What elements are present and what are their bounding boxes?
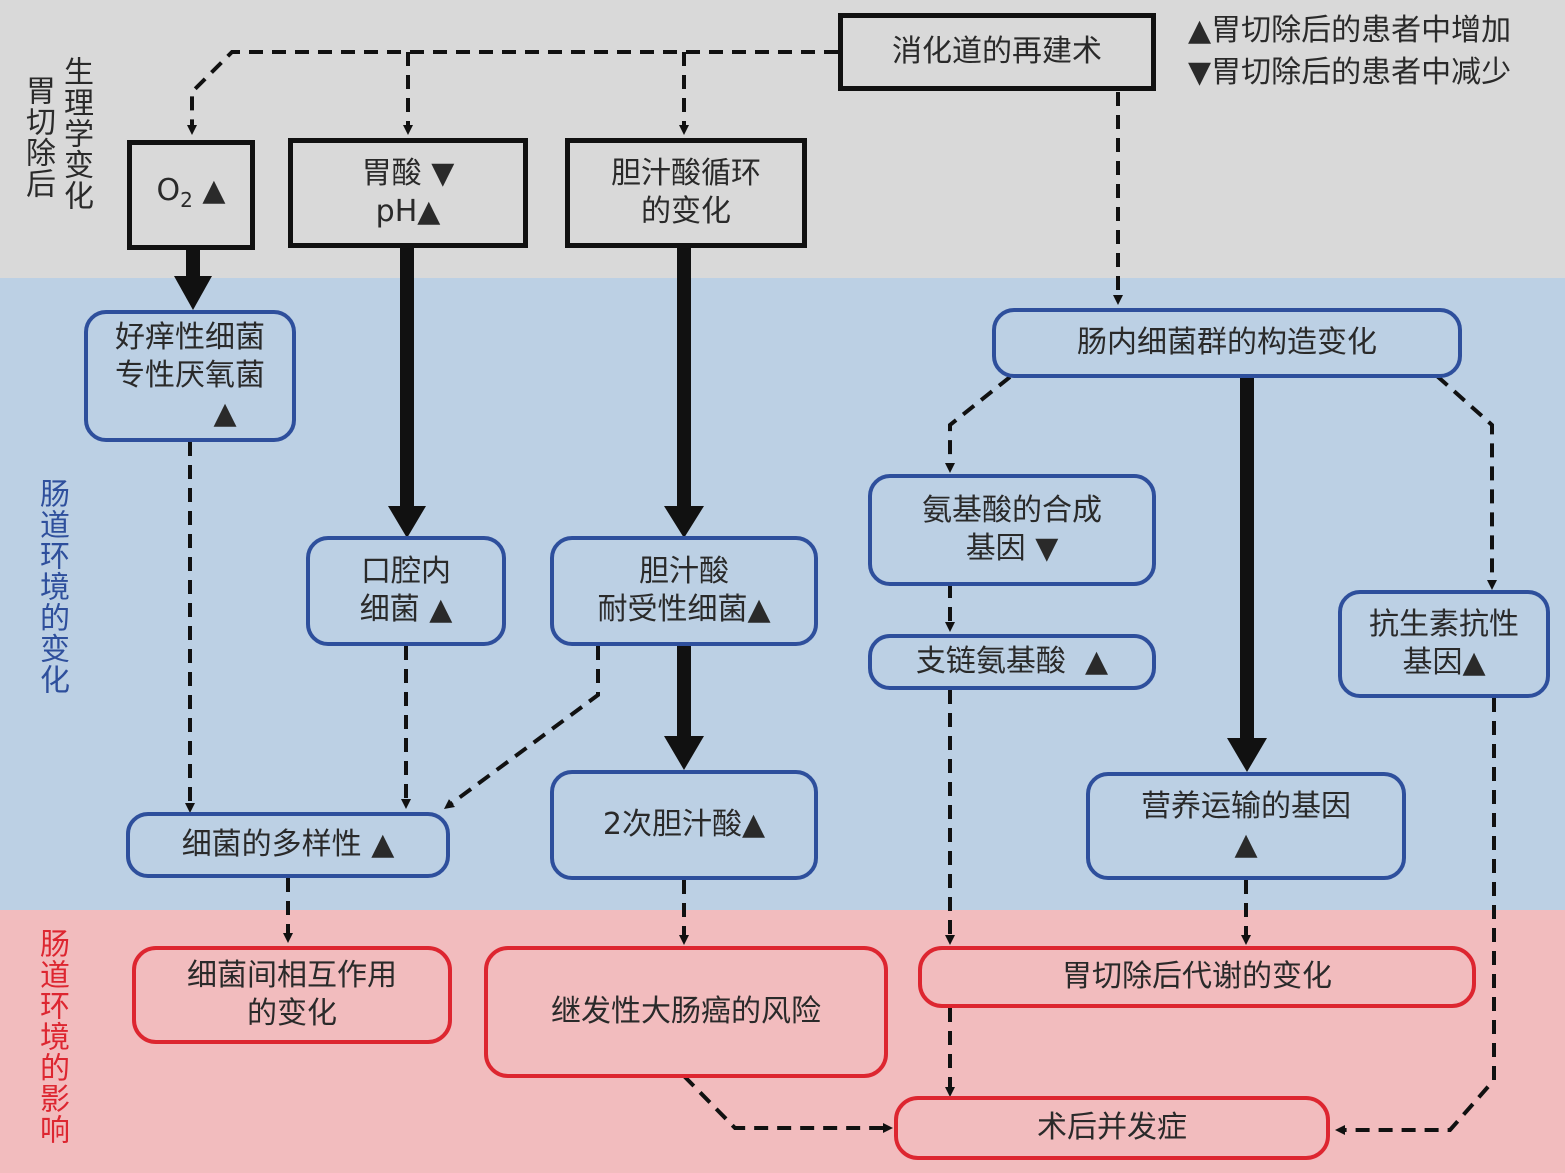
- node-label: 胃酸 ▼: [361, 156, 455, 191]
- node-label: 基因 ▼: [965, 531, 1059, 566]
- section-label-after-gastrectomy: 胃切除后: [20, 75, 55, 199]
- node-label: 肠内细菌群的构造变化: [1077, 325, 1377, 360]
- edge-flora-to-amino: [945, 375, 1012, 473]
- edge-bile-to-tolerant: [677, 246, 691, 510]
- edge-antibiotic-to-complications: [1335, 698, 1496, 1135]
- arrowhead-oral: [388, 506, 426, 538]
- node-colorectal-cancer-risk: 继发性大肠癌的风险: [484, 946, 888, 1078]
- node-label: 胃切除后代谢的变化: [1062, 959, 1332, 994]
- node-label: 的变化: [247, 996, 337, 1031]
- node-label: 好痒性细菌: [115, 320, 265, 355]
- node-bacterial-interaction: 细菌间相互作用 的变化: [132, 946, 452, 1044]
- edge-flora-to-antibiotic: [1435, 374, 1497, 590]
- node-antibiotic-resistance: 抗生素抗性 基因▲: [1338, 590, 1550, 698]
- node-bile-tolerant-bacteria: 胆汁酸 耐受性细菌▲: [550, 536, 818, 646]
- node-label: 胆汁酸循环: [611, 156, 761, 191]
- section-intestinal-environment-changes: [0, 278, 1565, 910]
- node-label: 耐受性细菌▲: [597, 592, 771, 627]
- node-label: 细菌 ▲: [359, 592, 453, 627]
- node-label: O2 ▲: [156, 172, 226, 212]
- node-label: 口腔内: [361, 554, 451, 589]
- increase-marker: ▲: [213, 396, 237, 431]
- node-bacterial-diversity: 细菌的多样性 ▲: [126, 812, 450, 878]
- edge-tolerant-to-secondary: [677, 646, 691, 740]
- node-metabolism-change: 胃切除后代谢的变化: [918, 946, 1476, 1008]
- edge-reconstruction-to-o2: [187, 50, 838, 135]
- section-label-env-impact: 肠道环境的影响: [34, 928, 69, 1145]
- node-amino-acid-synthesis: 氨基酸的合成 基因 ▼: [868, 474, 1156, 586]
- node-label: 支链氨基酸 ▲: [915, 644, 1109, 679]
- node-label: 2次胆汁酸▲: [602, 807, 766, 842]
- node-label: 营养运输的基因: [1141, 789, 1351, 824]
- node-label: 基因▲: [1402, 645, 1486, 680]
- legend-increase: ▲胃切除后的患者中增加: [1188, 13, 1512, 48]
- edge-bile-tolerant-to-diversity: [443, 646, 600, 809]
- edge-flora-to-transport: [1240, 378, 1254, 740]
- node-postoperative-complications: 术后并发症: [894, 1096, 1330, 1160]
- arrowhead-tolerant: [664, 506, 704, 538]
- legend-decrease: ▼胃切除后的患者中减少: [1188, 55, 1512, 90]
- node-digestive-reconstruction: 消化道的再建术: [838, 13, 1156, 91]
- node-label: 抗生素抗性: [1369, 607, 1519, 642]
- arrowhead-secondary: [664, 736, 704, 770]
- node-label: 消化道的再建术: [892, 34, 1102, 69]
- node-label: 专性厌氧菌: [115, 358, 265, 393]
- node-label: 氨基酸的合成: [922, 493, 1102, 528]
- node-label: 继发性大肠癌的风险: [551, 994, 821, 1029]
- node-label: 术后并发症: [1037, 1110, 1187, 1145]
- node-label: 的变化: [641, 194, 731, 229]
- node-flora-structure-change: 肠内细菌群的构造变化: [992, 308, 1462, 378]
- edge-cancer-to-complications: [682, 1074, 893, 1133]
- node-label: 细菌的多样性 ▲: [181, 827, 395, 862]
- node-bile-acid-cycle: 胆汁酸循环 的变化: [565, 138, 807, 248]
- node-label: pH▲: [375, 194, 441, 229]
- node-label: ▲: [1234, 827, 1258, 862]
- edge-acid-to-oral: [400, 246, 414, 510]
- arrowhead-transport: [1227, 738, 1267, 772]
- node-aerobic-bacteria: 好痒性细菌 专性厌氧菌 ▲: [84, 310, 296, 442]
- node-label: 胆汁酸: [639, 554, 729, 589]
- section-label-env-changes: 肠道环境的变化: [34, 478, 69, 695]
- node-secondary-bile-acid: 2次胆汁酸▲: [550, 770, 818, 880]
- legend: ▲胃切除后的患者中增加 ▼胃切除后的患者中减少: [1188, 10, 1511, 94]
- node-gastric-acid: 胃酸 ▼ pH▲: [288, 138, 528, 248]
- edge-o2-to-aerobic: [186, 248, 200, 278]
- section-label-physiological: 生理学变化: [58, 56, 93, 211]
- node-label: 细菌间相互作用: [187, 958, 397, 993]
- node-nutrient-transport-genes: 营养运输的基因 ▲: [1086, 772, 1406, 880]
- arrowhead-aerobic: [174, 276, 212, 310]
- node-oral-bacteria: 口腔内 细菌 ▲: [306, 536, 506, 646]
- node-oxygen: O2 ▲: [127, 140, 255, 250]
- node-bcaa: 支链氨基酸 ▲: [868, 634, 1156, 690]
